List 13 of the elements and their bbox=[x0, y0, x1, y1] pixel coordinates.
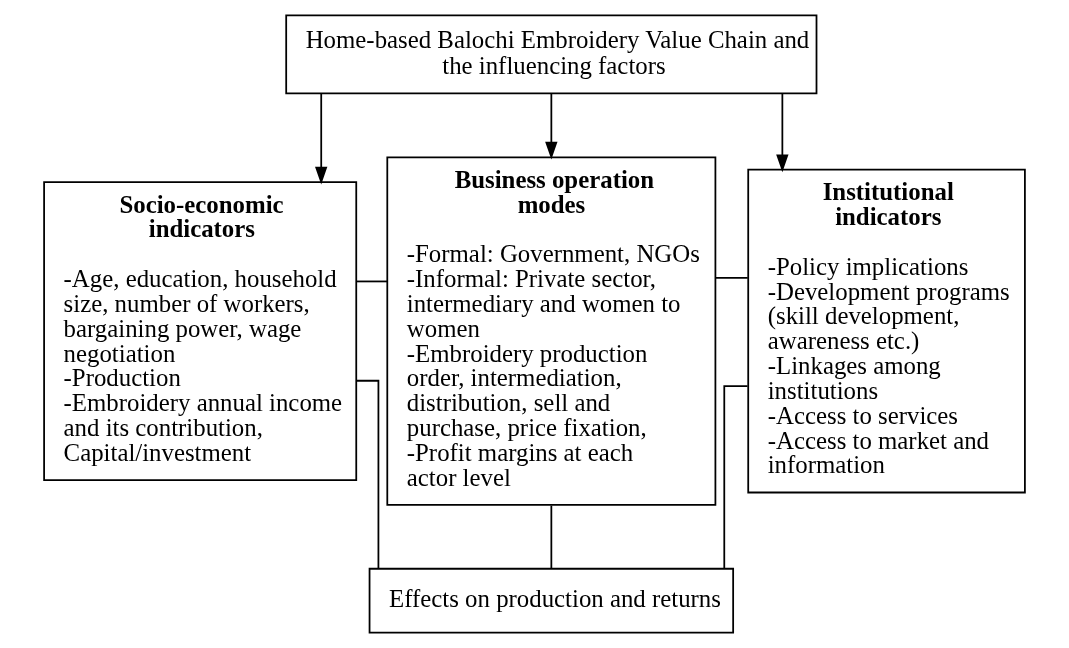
node-box: Socio-economic indicators -Age, education, household size, number of workers, bargaining power, wage negotiation -Production -Embroidery annual income and its contribution, Capital/investment bbox=[43, 181, 358, 481]
connector bbox=[714, 277, 749, 279]
node-box: Effects on production and returns bbox=[368, 567, 735, 634]
node-box: Institutional indicators -Policy implications -Development programs (skill development, awareness etc.) -Linkages among institutions -Access to services -Access to market and information bbox=[747, 168, 1026, 494]
arrow bbox=[315, 92, 328, 185]
arrow bbox=[545, 92, 558, 160]
connector bbox=[355, 280, 388, 283]
node-box: Home-based Balochi Embroidery Value Chain and the influencing factors bbox=[285, 14, 818, 95]
node-box: Business operation modes -Formal: Government, NGOs -Informal: Private sector, intermediary and women to women -Embroidery production order, intermediation, distribution, sell and purchase, price fixation, -Profit margins at each actor level bbox=[386, 156, 717, 506]
connector bbox=[355, 379, 380, 570]
connector bbox=[723, 385, 749, 570]
arrow bbox=[776, 92, 789, 173]
connector bbox=[550, 504, 553, 570]
